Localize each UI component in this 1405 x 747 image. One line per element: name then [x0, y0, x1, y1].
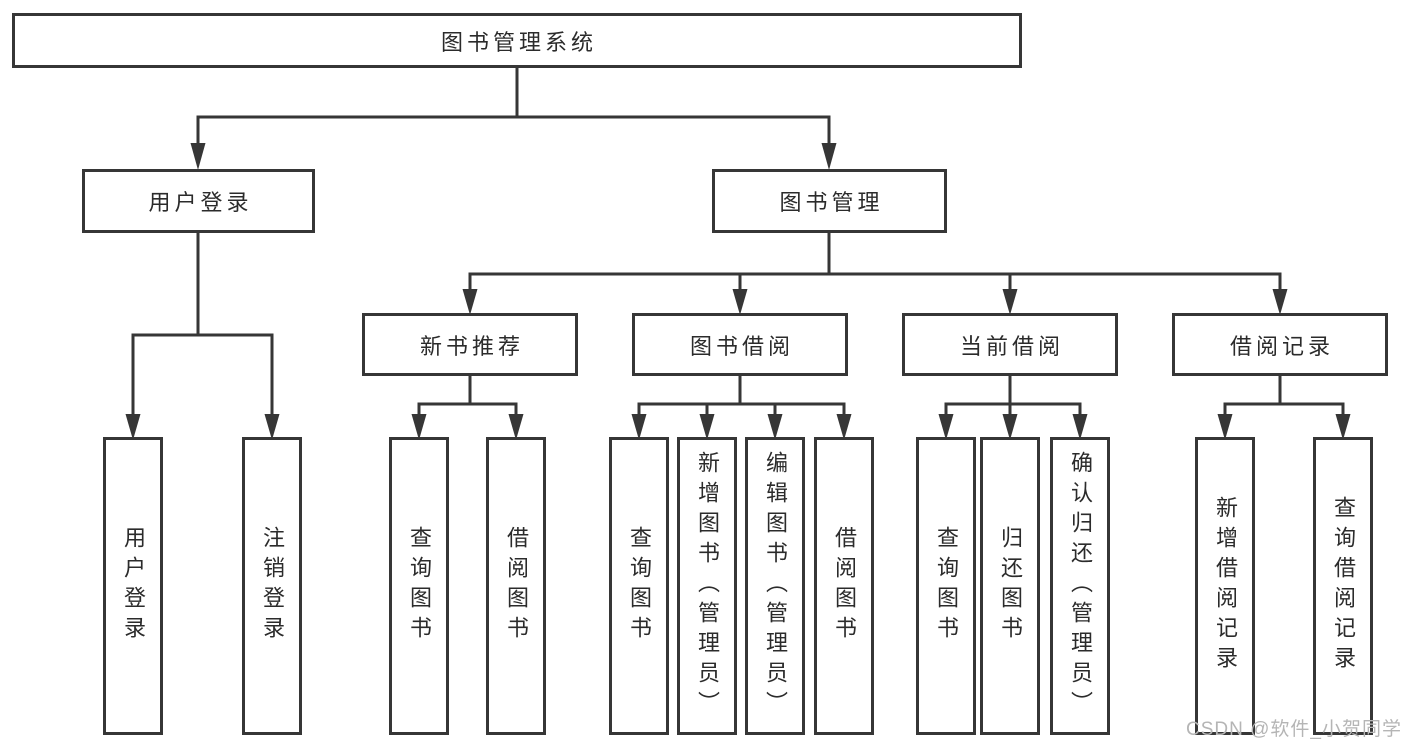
leaf-current-return: 归还图书 [980, 437, 1040, 735]
leaf-borrow-edit-admin: 编辑图书（管理员） [745, 437, 805, 735]
connector-root-branch [190, 66, 837, 170]
leaf-records-add: 新增借阅记录 [1195, 437, 1255, 735]
node-borrow-records: 借阅记录 [1172, 313, 1388, 376]
node-book-mgmt: 图书管理 [712, 169, 947, 233]
node-root: 图书管理系统 [12, 13, 1022, 68]
leaf-borrow-add-admin: 新增图书（管理员） [677, 437, 737, 735]
node-current-borrow: 当前借阅 [902, 313, 1118, 376]
connector-borrow-records-branch [1217, 375, 1351, 440]
leaf-newbook-query: 查询图书 [389, 437, 449, 735]
node-new-book-rec: 新书推荐 [362, 313, 578, 376]
leaf-borrow-query: 查询图书 [609, 437, 669, 735]
leaf-newbook-borrow: 借阅图书 [486, 437, 546, 735]
connector-new-book-branch [411, 375, 524, 440]
connector-user-login-branch [125, 231, 280, 440]
watermark: CSDN @软件_小贺同学 [1186, 719, 1402, 740]
leaf-borrow-borrow: 借阅图书 [814, 437, 874, 735]
leaf-current-query: 查询图书 [916, 437, 976, 735]
connector-book-mgmt-branch [462, 231, 1288, 315]
node-book-borrow: 图书借阅 [632, 313, 848, 376]
leaf-logout: 注销登录 [242, 437, 302, 735]
leaf-records-query: 查询借阅记录 [1313, 437, 1373, 735]
leaf-current-confirm-admin: 确认归还（管理员） [1050, 437, 1110, 735]
node-user-login: 用户登录 [82, 169, 315, 233]
leaf-user-login: 用户登录 [103, 437, 163, 735]
connector-book-borrow-branch [631, 375, 852, 440]
connector-current-borrow-branch [938, 375, 1088, 440]
